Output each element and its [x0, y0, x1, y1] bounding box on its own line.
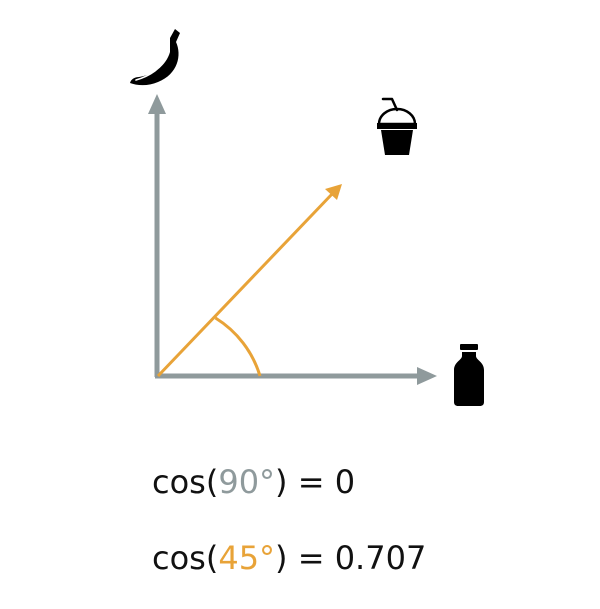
angle-value-90: 90°	[218, 463, 276, 501]
bottle-icon	[454, 344, 484, 406]
formula-cos-45: cos(45°) = 0.707	[152, 542, 426, 574]
x-axis-arrowhead	[417, 367, 437, 385]
banana-icon	[130, 29, 180, 86]
formula-result: ) = 0	[275, 463, 356, 501]
diagonal-vector-arrowhead	[325, 184, 342, 200]
formula-prefix: cos(	[152, 463, 219, 501]
formula-prefix: cos(	[152, 539, 219, 577]
y-axis-arrowhead	[148, 94, 166, 114]
diagonal-vector-line	[156, 191, 335, 378]
formula-cos-90: cos(90°) = 0	[152, 466, 355, 498]
formula-result: ) = 0.707	[275, 539, 427, 577]
smoothie-cup-icon	[377, 97, 417, 155]
angle-arc	[214, 316, 262, 377]
angle-value-45: 45°	[218, 539, 276, 577]
